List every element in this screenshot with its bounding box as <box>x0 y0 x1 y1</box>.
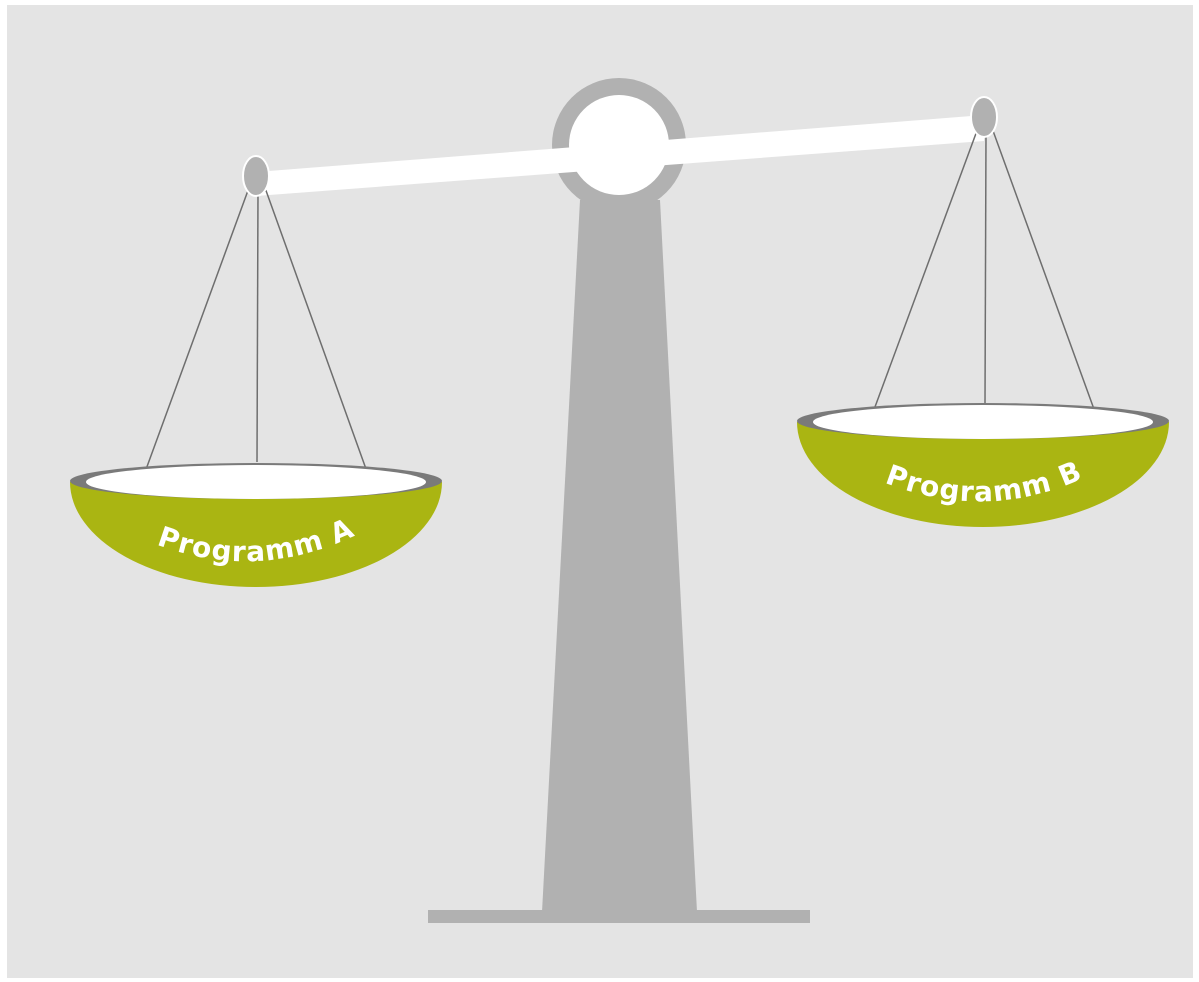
scale-base <box>428 910 810 923</box>
left-pan-bowl <box>70 482 442 587</box>
left-hook <box>242 155 270 197</box>
right-hook <box>970 96 998 138</box>
left-pan-strings <box>136 184 376 495</box>
scale-column <box>542 200 697 912</box>
right-pan-inner <box>813 405 1153 439</box>
scale-beam <box>256 115 984 196</box>
right-pan-bowl <box>797 422 1169 527</box>
left-pan-inner <box>86 465 426 499</box>
left-pan: Programm A <box>70 463 442 587</box>
right-pan: Programm B <box>797 403 1169 527</box>
right-pan-strings <box>864 127 1104 435</box>
